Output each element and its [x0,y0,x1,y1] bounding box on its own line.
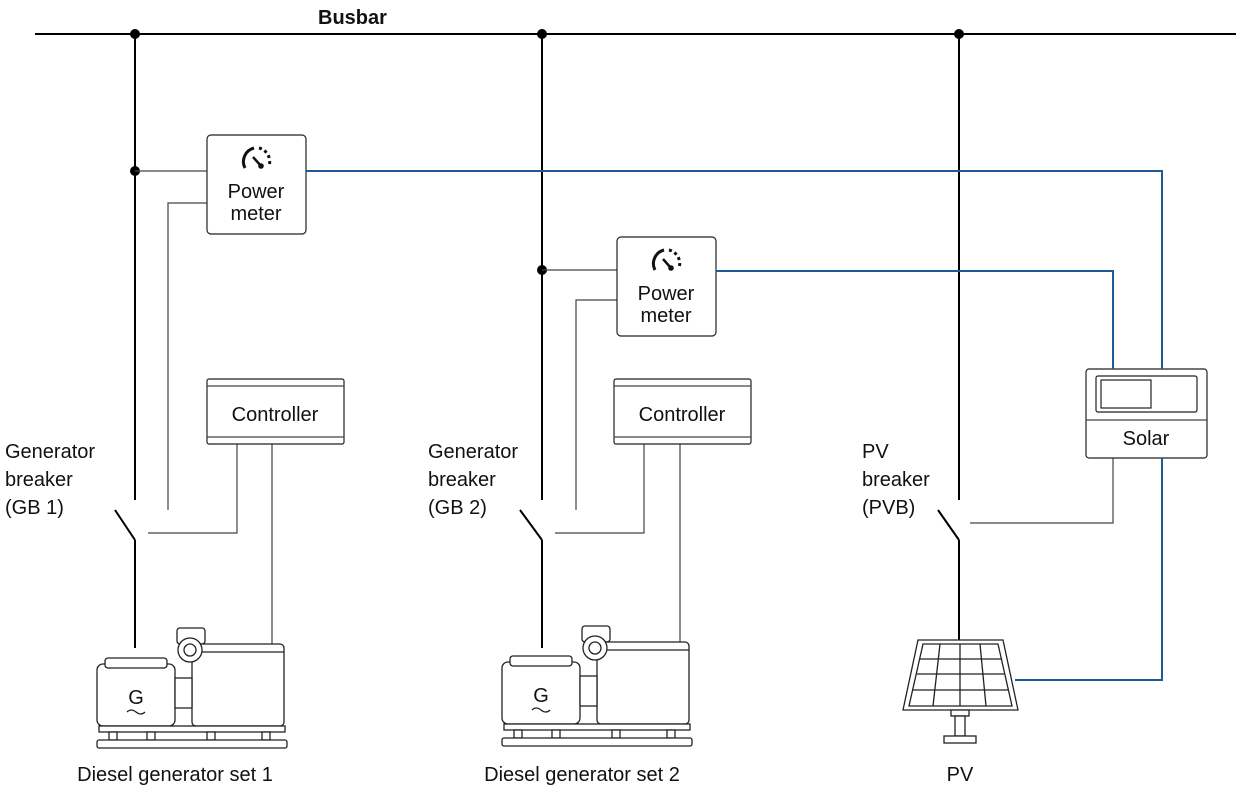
comm-line-meter-1 [306,170,1163,369]
breaker-gb2-blade [519,509,543,541]
equipment-label: PV [947,764,974,785]
gauge-icon [651,248,682,271]
feeder-genset-2 [519,29,681,648]
breaker-label-line1: Generator [428,441,518,463]
diesel-generator-icon: G [96,627,288,749]
junction-dot [954,29,964,39]
power-meter-1: Power meter [206,134,307,235]
comm-line-meter-2 [716,270,1114,369]
solar-panel-icon [902,639,1019,744]
power-meter-label-line2: meter [230,203,281,225]
breaker-label-line2: breaker [428,469,496,491]
controller-label: Controller [232,404,319,426]
equipment-label: Diesel generator set 1 [77,764,273,785]
breaker-label-line1: PV [862,441,889,463]
breaker-gb1-blade [114,509,136,541]
generator-letter: G [533,685,549,707]
power-meter-label-line1: Power [228,181,285,203]
busbar-label: Busbar [318,7,387,29]
equipment-label: Diesel generator set 2 [484,764,680,785]
controller-2: Controller [613,378,752,445]
breaker-label-line3: (GB 2) [428,497,487,519]
feeder-genset-1 [114,29,273,648]
power-meter-2: Power meter [616,236,717,337]
breaker-label-line1: Generator [5,441,95,463]
controller-1: Controller [206,378,345,445]
solar-label: Solar [1123,428,1170,450]
breaker-label-line3: (PVB) [862,497,915,519]
display-icon [1100,379,1152,409]
junction-dot [537,29,547,39]
gauge-icon [241,146,272,169]
breaker-label-line2: breaker [5,469,73,491]
breaker-label-line3: (GB 1) [5,497,64,519]
power-meter-label-line2: meter [640,305,691,327]
controller-label: Controller [639,404,726,426]
breaker-label-line2: breaker [862,469,930,491]
solar-controller: Solar [1085,368,1208,459]
comm-line-pv [1015,458,1163,681]
generator-letter: G [128,687,144,709]
feeder-pv [937,29,1114,640]
junction-dot [130,29,140,39]
power-meter-label-line1: Power [638,283,695,305]
breaker-pvb-blade [937,509,960,541]
diesel-generator-icon: G [501,625,693,747]
